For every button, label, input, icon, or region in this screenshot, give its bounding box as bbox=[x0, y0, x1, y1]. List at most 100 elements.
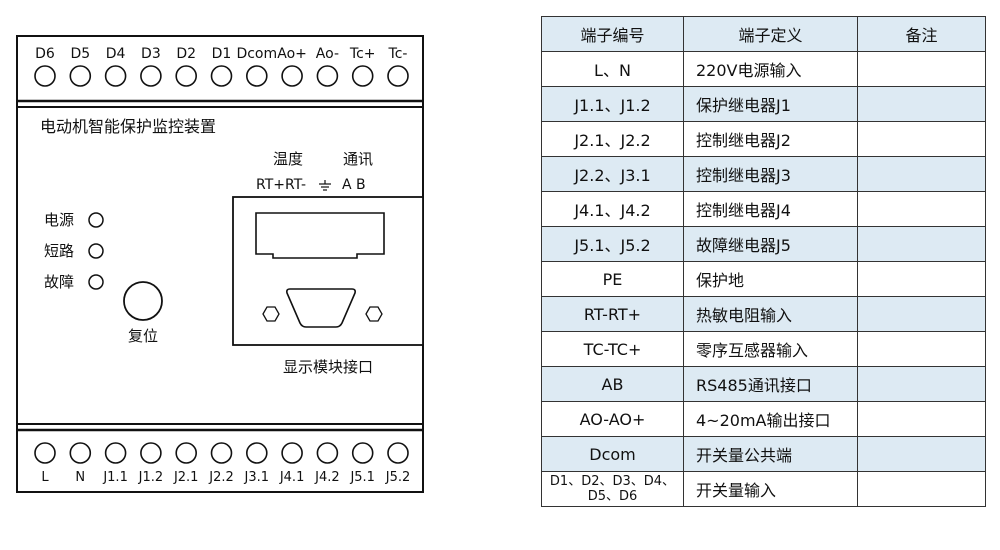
indicator-power: 电源 bbox=[44, 211, 104, 229]
terminal-label: D6 bbox=[35, 46, 55, 62]
terminal-label: D1 bbox=[212, 46, 232, 62]
cell-note bbox=[857, 226, 986, 262]
terminal-screw-icon bbox=[34, 65, 56, 87]
terminal-label: J1.2 bbox=[138, 470, 164, 485]
indicator-fault: 故障 bbox=[44, 273, 104, 291]
db9-connector-icon bbox=[286, 288, 356, 328]
cell-note bbox=[857, 51, 986, 87]
terminal-label: Dcom bbox=[236, 46, 277, 62]
cell-note bbox=[857, 366, 986, 402]
ground-icon bbox=[319, 180, 331, 191]
cell-terminal-id: J5.1、J5.2 bbox=[541, 226, 684, 262]
terminal-label: Tc+ bbox=[349, 46, 376, 62]
terminal-screw-icon bbox=[210, 65, 233, 87]
terminal-label: J5.2 bbox=[385, 470, 411, 485]
cell-terminal-id: D1、D2、D3、D4、D5、D6 bbox=[541, 471, 684, 507]
cell-terminal-def: 开关量输入 bbox=[683, 471, 858, 507]
temp-label: 温度 bbox=[273, 150, 303, 168]
cell-terminal-id: AO-AO+ bbox=[541, 401, 684, 437]
cell-note bbox=[857, 296, 986, 332]
terminal-screw-icon bbox=[245, 442, 268, 464]
terminal-label: J5.1 bbox=[349, 470, 375, 485]
cell-terminal-id: L、N bbox=[541, 51, 684, 87]
terminal-screw-icon bbox=[281, 442, 303, 464]
cell-terminal-def: 零序互感器输入 bbox=[683, 331, 858, 367]
terminal-label: D3 bbox=[141, 46, 161, 62]
cell-terminal-def: 热敏电阻输入 bbox=[683, 296, 858, 332]
cell-terminal-id: PE bbox=[541, 261, 684, 297]
cell-terminal-id: J4.1、J4.2 bbox=[541, 191, 684, 227]
header-note: 备注 bbox=[857, 16, 986, 52]
terminal-block-connector-icon bbox=[255, 212, 385, 259]
terminal-screw-icon bbox=[387, 65, 409, 87]
short-led-icon bbox=[88, 243, 104, 259]
indicator-power-label: 电源 bbox=[44, 211, 74, 229]
terminal-screw-icon bbox=[175, 65, 197, 87]
terminal-label: J4.2 bbox=[314, 470, 340, 485]
header-terminal-def: 端子定义 bbox=[683, 16, 858, 52]
table-header-row: 端子编号 端子定义 备注 bbox=[541, 16, 986, 52]
cell-terminal-def: 开关量公共端 bbox=[683, 436, 858, 472]
terminal-label: L bbox=[41, 470, 49, 485]
reset-button[interactable] bbox=[123, 281, 163, 321]
cell-terminal-id: RT-RT+ bbox=[541, 296, 684, 332]
terminal-label: Ao+ bbox=[277, 46, 307, 62]
hex-nut-right-icon bbox=[365, 306, 383, 322]
cell-note bbox=[857, 471, 986, 507]
cell-terminal-id: Dcom bbox=[541, 436, 684, 472]
terminal-label: J2.2 bbox=[208, 470, 234, 485]
cell-note bbox=[857, 331, 986, 367]
terminal-screw-icon bbox=[281, 65, 303, 87]
cell-note bbox=[857, 401, 986, 437]
device-title: 电动机智能保护监控装置 bbox=[40, 117, 216, 136]
cell-note bbox=[857, 156, 986, 192]
indicator-fault-label: 故障 bbox=[44, 273, 74, 291]
table-row: TC-TC+零序互感器输入 bbox=[541, 331, 986, 367]
cell-note bbox=[857, 436, 986, 472]
terminal-screw-icon bbox=[104, 442, 127, 464]
terminal-screw-icon bbox=[316, 65, 339, 87]
cell-terminal-def: 保护继电器J1 bbox=[683, 86, 858, 122]
comm-label: 通讯 bbox=[343, 150, 373, 168]
cell-terminal-id: AB bbox=[541, 366, 684, 402]
terminal-label: J4.1 bbox=[279, 470, 305, 485]
terminal-screw-icon bbox=[245, 65, 268, 87]
indicator-short: 短路 bbox=[44, 242, 104, 260]
display-module-label: 显示模块接口 bbox=[283, 358, 373, 376]
terminal-screw-icon bbox=[34, 442, 56, 464]
table-row: AO-AO+4~20mA输出接口 bbox=[541, 401, 986, 437]
cell-note bbox=[857, 86, 986, 122]
cell-terminal-id: J2.2、J3.1 bbox=[541, 156, 684, 192]
comm-pins-label: A B bbox=[342, 177, 366, 193]
terminal-label: D2 bbox=[176, 46, 196, 62]
terminal-screw-icon bbox=[316, 442, 339, 464]
terminal-screw-icon bbox=[140, 442, 162, 464]
cell-terminal-def: 保护地 bbox=[683, 261, 858, 297]
indicator-short-label: 短路 bbox=[44, 242, 74, 260]
terminal-label: N bbox=[75, 470, 85, 485]
terminal-screw-icon bbox=[387, 442, 409, 464]
terminal-label: D4 bbox=[106, 46, 126, 62]
terminal-screw-icon bbox=[210, 442, 233, 464]
temp-pins-label: RT+RT- bbox=[256, 177, 306, 193]
cell-terminal-def: 控制继电器J3 bbox=[683, 156, 858, 192]
terminal-screw-icon bbox=[175, 442, 197, 464]
hex-nut-left-icon bbox=[262, 306, 280, 322]
cell-terminal-def: 4~20mA输出接口 bbox=[683, 401, 858, 437]
terminal-screw-icon bbox=[140, 65, 162, 87]
terminal-screw-icon bbox=[104, 65, 127, 87]
fault-led-icon bbox=[88, 274, 104, 290]
